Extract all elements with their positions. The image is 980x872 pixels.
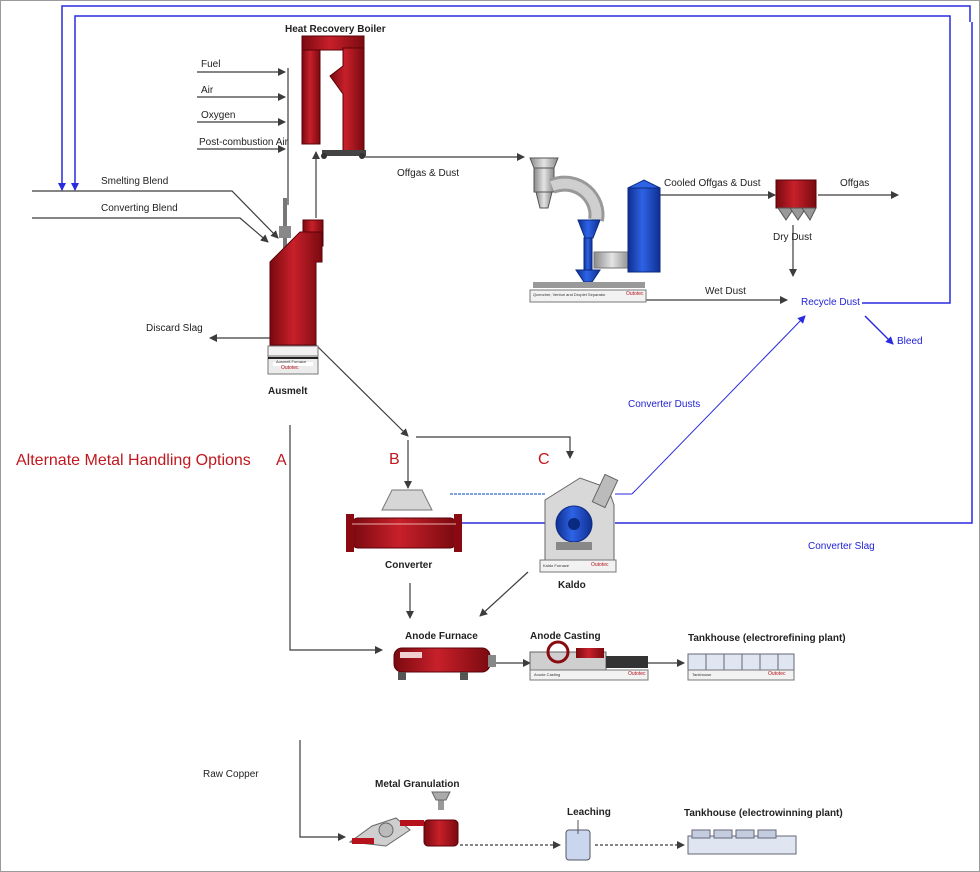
baghouse-filter	[775, 179, 817, 221]
fuel-label: Fuel	[201, 59, 221, 70]
bleed-label: Bleed	[897, 336, 923, 347]
offgas-label: Offgas	[840, 178, 870, 189]
venturi-plate: Quencher, Venturi and Droplet Separator	[533, 292, 606, 297]
venturi-brand: Outotec	[626, 291, 644, 297]
smelting-blend-label: Smelting Blend	[101, 176, 169, 187]
quench-venturi-scrubber	[529, 157, 661, 303]
kaldo-furnace	[539, 473, 619, 573]
kaldo-brand: Outotec	[591, 562, 609, 568]
raw-copper-label: Raw Copper	[203, 769, 259, 780]
converter-slag-label: Converter Slag	[808, 541, 875, 552]
recycle-dust-label: Recycle Dust	[801, 297, 860, 308]
cooled-offgas-dust-label: Cooled Offgas & Dust	[664, 178, 761, 189]
tankhouse-ew-label: Tankhouse (electrowinning plant)	[684, 808, 843, 819]
anode-furnace-label: Anode Furnace	[405, 631, 478, 642]
tankhouse-er-label: Tankhouse (electrorefining plant)	[688, 633, 846, 644]
heat-recovery-boiler	[301, 35, 366, 159]
dry-dust-label: Dry Dust	[773, 232, 812, 243]
tankhouse-plate: Tankhouse	[692, 672, 712, 677]
anode-casting-machine	[529, 640, 649, 681]
offgas-dust-label: Offgas & Dust	[397, 168, 460, 179]
option-a-label: A	[276, 452, 287, 469]
alternate-options-label: Alternate Metal Handling Options	[16, 452, 251, 469]
wet-dust-label: Wet Dust	[705, 286, 746, 297]
anode-casting-label: Anode Casting	[530, 631, 601, 642]
kaldo-label: Kaldo	[558, 580, 586, 591]
metal-granulation-label: Metal Granulation	[375, 779, 460, 790]
tankhouse-electrowinning	[687, 829, 797, 855]
process-lines	[32, 68, 899, 849]
heat-recovery-boiler-label: Heat Recovery Boiler	[285, 24, 386, 35]
post-combustion-air-label: Post-combustion Air	[199, 137, 288, 148]
ausmelt-brand: Outotec	[281, 365, 299, 371]
converter-vessel	[346, 489, 462, 552]
tankhouse-electrorefining	[687, 653, 795, 681]
anode-furnace-vessel	[393, 647, 496, 680]
oxygen-label: Oxygen	[201, 110, 236, 121]
option-b-label: B	[389, 451, 400, 468]
recycle-dust-loop	[58, 5, 973, 524]
leaching-tank	[565, 820, 591, 861]
ausmelt-label: Ausmelt	[268, 386, 308, 397]
option-c-label: C	[538, 451, 550, 468]
discard-slag-label: Discard Slag	[146, 323, 203, 334]
converter-dusts-label: Converter Dusts	[628, 399, 701, 410]
ausmelt-plate: Ausmelt Furnace	[276, 359, 307, 364]
ausmelt-furnace	[267, 198, 324, 375]
casting-plate: Anode Casting	[534, 672, 561, 677]
kaldo-plate: Kaldo Furnace	[543, 563, 570, 568]
leaching-label: Leaching	[567, 807, 611, 818]
casting-brand: Outotec	[628, 671, 646, 677]
tankhouse-brand: Outotec	[768, 671, 786, 677]
converting-blend-label: Converting Blend	[101, 203, 178, 214]
metal-granulation-unit	[348, 791, 459, 847]
converter-label: Converter	[385, 560, 433, 571]
air-label: Air	[201, 85, 214, 96]
